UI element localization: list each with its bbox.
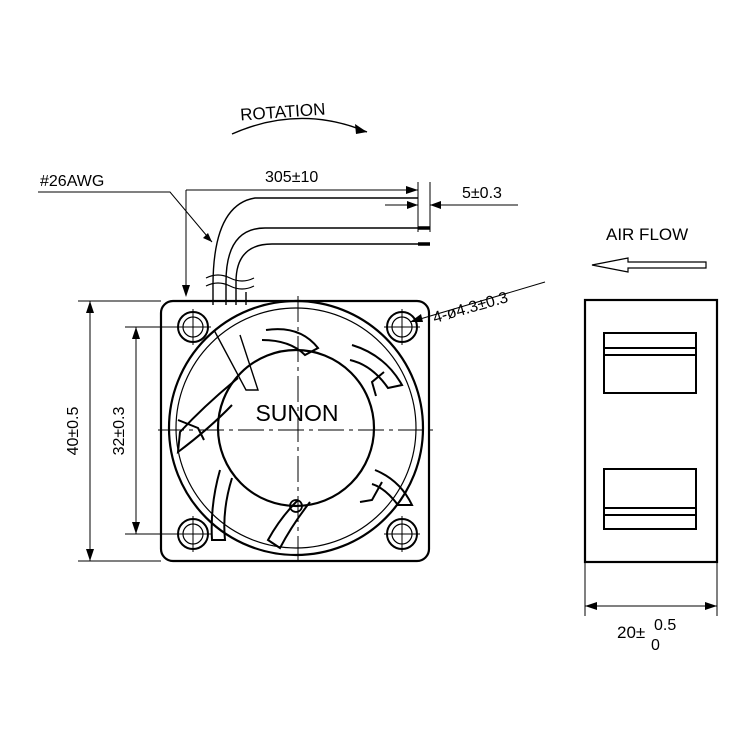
lead-length-arrow-down <box>182 285 190 297</box>
strip-length-arrow-left <box>407 201 418 209</box>
side-view-lower-window <box>603 468 697 530</box>
wire-gauge-leader-arrow <box>203 233 212 242</box>
depth-label-lower: 0 <box>651 637 660 654</box>
brand-label: SUNON <box>255 400 338 426</box>
frame-size-arrow-top <box>86 301 94 313</box>
strip-length-label: 5±0.3 <box>462 185 502 202</box>
wire-gauge-leader <box>38 191 213 243</box>
hub-rib-hole <box>289 499 303 513</box>
mount-holes-label: 4-ø4.3±0.3 <box>431 289 510 327</box>
side-view-upper-window <box>603 332 697 394</box>
air-flow-arrow <box>591 257 707 273</box>
mount-holes-leader-arrow <box>410 314 423 322</box>
lead-length-arrow-right <box>406 186 418 194</box>
wire-break-symbol <box>205 274 255 290</box>
mount-holes-leader <box>409 281 546 323</box>
frame-size-label: 40±0.5 <box>65 406 82 455</box>
hole-pitch-arrow-top <box>132 327 140 339</box>
lead-length-label: 305±10 <box>265 169 318 186</box>
depth-arrow-left <box>585 602 597 610</box>
fan-hub <box>216 348 376 508</box>
fan-housing-outer <box>167 299 425 557</box>
side-view-outline <box>583 298 719 564</box>
hole-pitch-arrow-bottom <box>132 522 140 534</box>
rotation-arrowhead <box>355 124 367 134</box>
depth-label-upper: 0.5 <box>654 617 676 634</box>
frame-size-arrow-bottom <box>86 549 94 561</box>
fan-housing-inner <box>175 307 417 549</box>
air-flow-label: AIR FLOW <box>606 225 688 244</box>
wire-gauge-label: #26AWG <box>40 173 104 190</box>
rotation-label: ROTATION <box>240 100 326 125</box>
stripped-wire-ends <box>418 226 430 246</box>
rotation-arc <box>231 117 368 135</box>
depth-arrow-right <box>705 602 717 610</box>
depth-label-base: 20± <box>617 623 645 642</box>
fan-blades <box>176 328 414 550</box>
lead-wires <box>212 197 418 391</box>
hole-pitch-label: 32±0.3 <box>111 406 128 455</box>
strip-length-arrow-right <box>430 201 441 209</box>
